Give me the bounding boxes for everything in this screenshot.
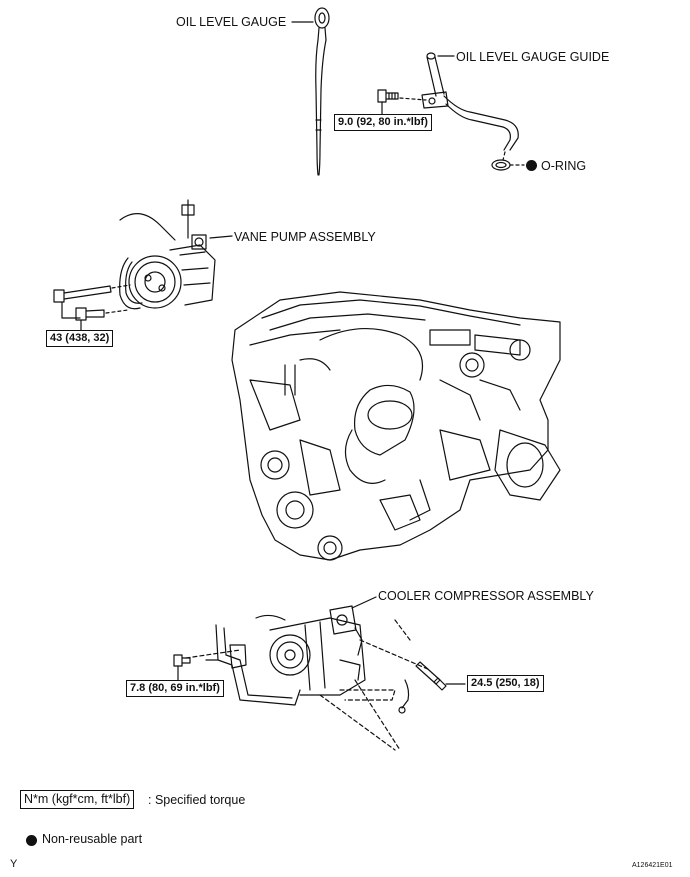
torque-guide-bolt: 9.0 (92, 80 in.*lbf) [334,114,432,131]
figure-id: A126421E01 [632,862,673,869]
torque-compressor-left: 7.8 (80, 69 in.*lbf) [126,680,224,697]
oil-level-gauge-guide-label: OIL LEVEL GAUGE GUIDE [456,50,610,64]
oil-level-gauge-part [314,7,330,176]
torque-compressor-right: 24.5 (250, 18) [467,675,544,692]
legend-torque-description: : Specified torque [148,793,246,807]
legend-non-reusable-text: Non-reusable part [42,832,143,846]
guide-bolt-part [377,89,399,103]
oil-level-gauge-label: OIL LEVEL GAUGE [176,15,287,29]
footer-left-mark: Y [10,858,18,870]
vane-pump-assembly-label: VANE PUMP ASSEMBLY [234,230,376,244]
legend-torque-unit: N*m (kgf*cm, ft*lbf) [20,790,135,809]
compressor-bolt-right [415,661,447,691]
torque-vane-pump-bolts: 43 (438, 32) [46,330,114,347]
cooler-compressor-assembly-label: COOLER COMPRESSOR ASSEMBLY [378,589,594,603]
legend-non-reusable-dot [26,835,37,846]
o-ring-part [491,159,511,171]
vane-pump-bolt-lower [75,307,105,321]
o-ring-label: O-RING [541,159,587,173]
vane-pump-bolt-upper [53,285,112,303]
cooler-compressor-part [205,605,410,714]
compressor-bolt-left [173,654,191,667]
compressor-leader [351,596,377,609]
vane-pump-leader [209,235,233,239]
oil-gauge-guide-part [421,52,519,151]
vane-pump-part [119,199,216,310]
non-reusable-marker-o-ring [526,160,537,171]
engine-block-part [231,291,561,561]
